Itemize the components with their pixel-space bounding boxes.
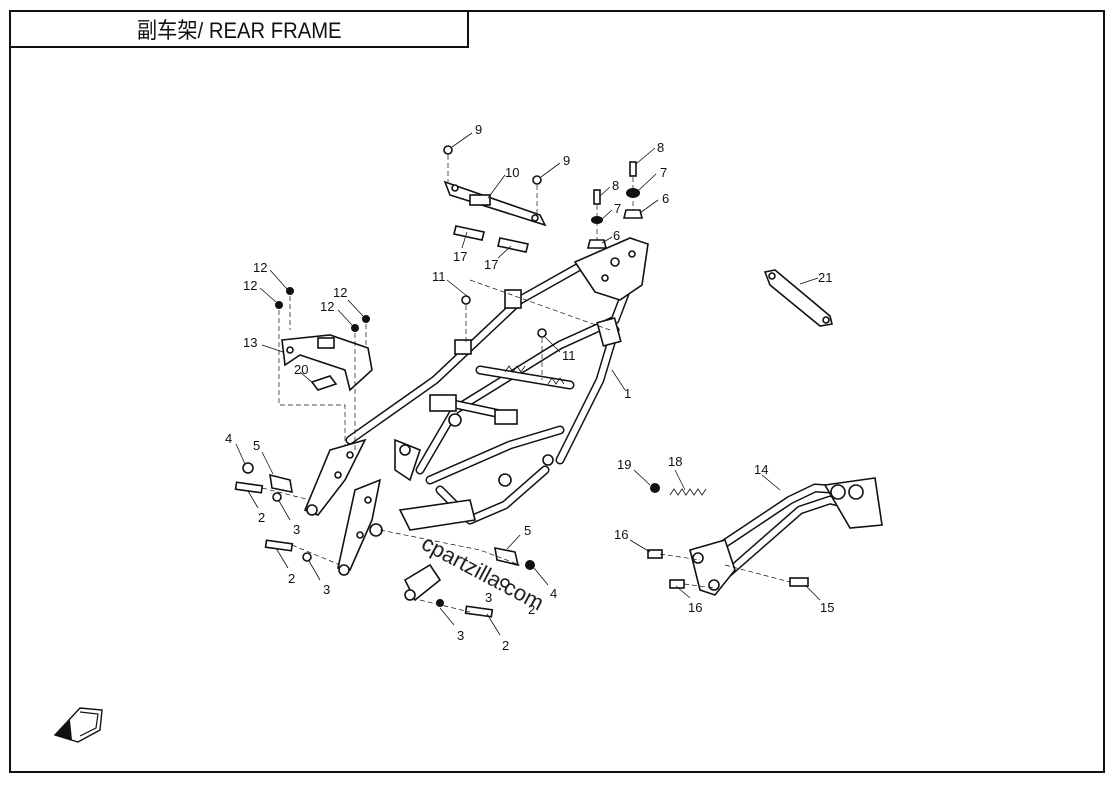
assembly-lines [261, 155, 791, 613]
front-direction-arrow-icon [53, 707, 103, 743]
callout-2: 2 [288, 571, 295, 586]
label-part-20 [310, 375, 338, 391]
callout-8: 8 [612, 178, 619, 193]
callout-18: 18 [668, 454, 682, 469]
callout-12: 12 [333, 285, 347, 300]
callout-16: 16 [688, 600, 702, 615]
callout-20: 20 [294, 362, 308, 377]
page-title: 副车架/ REAR FRAME [136, 18, 342, 43]
callout-12: 12 [243, 278, 257, 293]
callout-8: 8 [657, 140, 664, 155]
callout-3: 3 [323, 582, 330, 597]
callout-4: 4 [225, 431, 232, 446]
callout-21: 21 [818, 270, 832, 285]
callout-labels: 9 9 10 8 7 6 8 7 6 17 17 11 11 12 12 12 … [225, 122, 834, 653]
callout-2: 2 [258, 510, 265, 525]
drawing-border [9, 10, 1105, 773]
callout-17: 17 [453, 249, 467, 264]
callout-12: 12 [253, 260, 267, 275]
callout-5: 5 [524, 523, 531, 538]
callout-5: 5 [253, 438, 260, 453]
callout-3: 3 [457, 628, 464, 643]
spring-part-18 [669, 488, 707, 496]
title-box: 副车架/ REAR FRAME [9, 10, 469, 48]
leader-lines [235, 132, 821, 636]
callout-16: 16 [614, 527, 628, 542]
callout-14: 14 [754, 462, 768, 477]
callout-17: 17 [484, 257, 498, 272]
callout-4: 4 [550, 586, 557, 601]
bracket-part-10 [443, 180, 547, 227]
pads-part-17 [453, 225, 529, 253]
callout-19: 19 [617, 457, 631, 472]
bracket-part-13 [281, 334, 373, 392]
callout-10: 10 [505, 165, 519, 180]
callout-11: 11 [432, 269, 446, 284]
callout-12: 12 [320, 299, 334, 314]
callout-9: 9 [475, 122, 482, 137]
callout-11: 11 [562, 348, 576, 363]
callout-7: 7 [614, 201, 621, 216]
callout-3: 3 [293, 522, 300, 537]
callout-3: 3 [485, 590, 492, 605]
callout-6: 6 [662, 191, 669, 206]
rear-frame-part-1 [303, 237, 649, 602]
callout-13: 13 [243, 335, 257, 350]
bracket-part-21 [763, 269, 833, 327]
callout-6: 6 [613, 228, 620, 243]
callout-2: 2 [502, 638, 509, 653]
callout-15: 15 [820, 600, 834, 615]
callout-9: 9 [563, 153, 570, 168]
callout-2: 2 [528, 602, 535, 617]
callout-7: 7 [660, 165, 667, 180]
callout-1: 1 [624, 386, 631, 401]
rear-rail-part-14 [689, 477, 883, 596]
